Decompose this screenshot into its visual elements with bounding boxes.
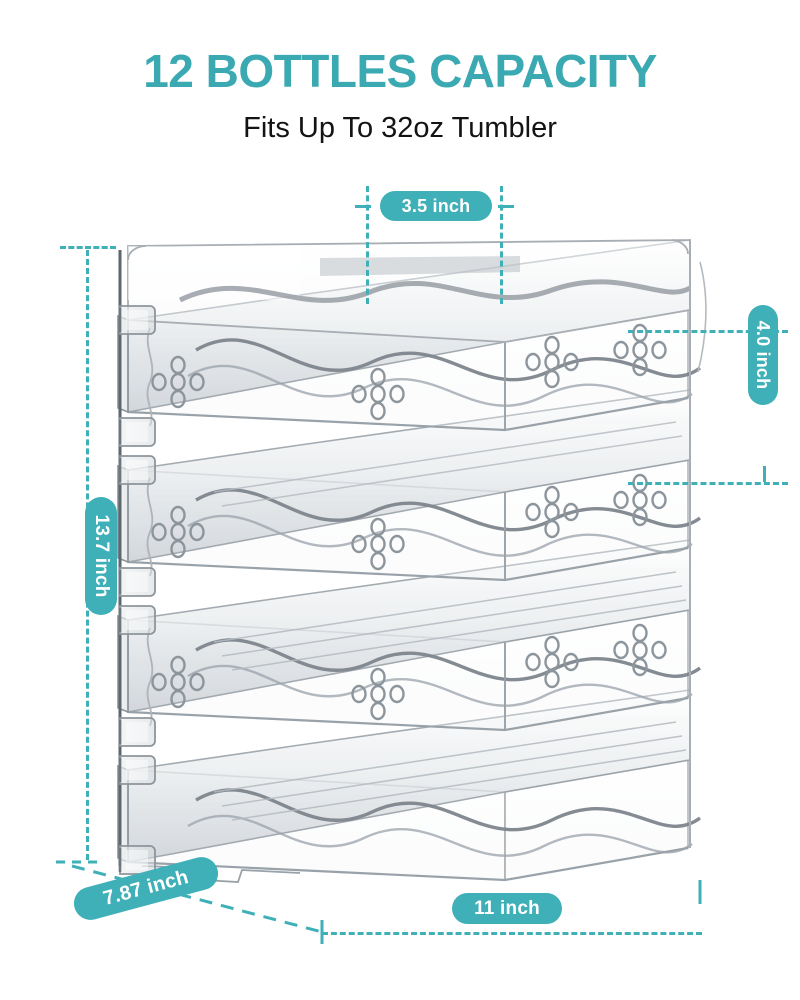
dimension-badge-13-7-inch: 13.7 inch — [85, 497, 117, 615]
slot-width-tick-right — [498, 205, 514, 208]
tier-3 — [117, 539, 702, 732]
total-height-guide-top — [60, 246, 116, 249]
slot-width-guide-right — [500, 186, 503, 304]
tier-2 — [117, 389, 702, 582]
left-stacking-rail — [118, 250, 157, 876]
slot-width-tick-left — [355, 205, 371, 208]
page-subtitle: Fits Up To 32oz Tumbler — [243, 112, 557, 144]
dimension-badge-11-inch: 11 inch — [452, 893, 562, 924]
width-guide-line — [322, 932, 702, 935]
tier-height-guide-top — [628, 330, 788, 333]
dimension-badge-3-5-inch: 3.5 inch — [380, 191, 492, 221]
top-back-wall — [127, 239, 692, 343]
page-title: 12 BOTTLES CAPACITY — [143, 45, 657, 97]
right-outer-edge — [689, 240, 707, 848]
tier-height-tick-bottom — [763, 466, 766, 482]
slot-width-guide-left — [366, 186, 369, 304]
dimension-badge-4-0-inch: 4.0 inch — [748, 305, 778, 405]
tier-height-guide-bottom — [628, 482, 788, 485]
